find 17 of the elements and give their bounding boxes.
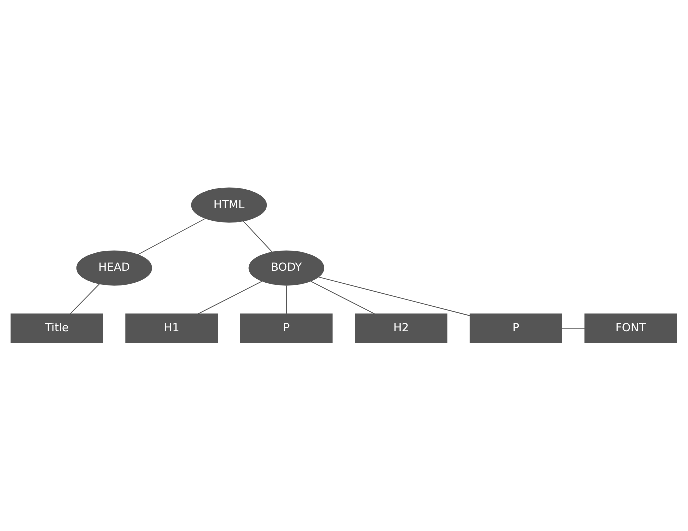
node-box: H2 — [355, 314, 448, 344]
node-ellipse: HTML — [191, 188, 268, 223]
connector — [318, 276, 471, 316]
connector — [198, 281, 263, 314]
connector — [138, 218, 206, 256]
node-ellipse: HEAD — [76, 250, 152, 286]
node-box: Title — [10, 314, 104, 344]
connector — [243, 220, 273, 253]
node-ellipse: BODY — [248, 250, 324, 286]
connector — [286, 285, 288, 314]
connector — [70, 284, 100, 314]
connector — [310, 281, 376, 314]
node-box: P — [470, 314, 562, 344]
connector — [562, 328, 586, 329]
node-box: P — [240, 314, 333, 344]
node-box: FONT — [584, 314, 678, 344]
node-box: H1 — [126, 314, 218, 344]
